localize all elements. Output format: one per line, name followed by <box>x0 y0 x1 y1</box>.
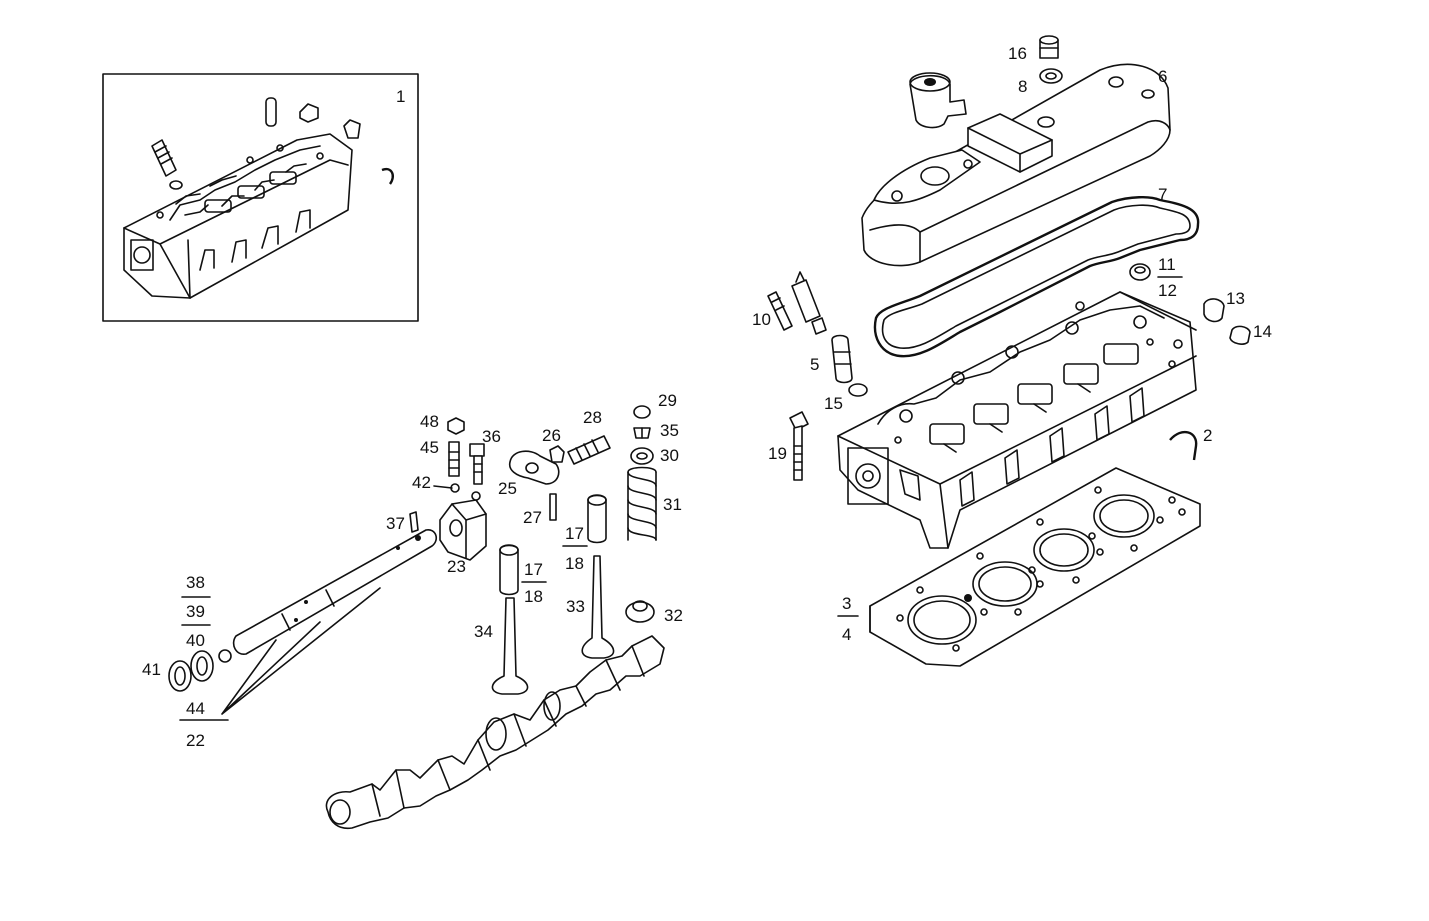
callout-6: 6 <box>1158 67 1167 86</box>
callout-39: 39 <box>186 602 205 621</box>
callout-27: 27 <box>523 508 542 527</box>
callout-40: 40 <box>186 631 205 650</box>
callout-30: 30 <box>660 446 679 465</box>
callout-5: 5 <box>810 355 819 374</box>
callout-33: 33 <box>566 597 585 616</box>
callout-15: 15 <box>824 394 843 413</box>
callout-32: 32 <box>664 606 683 625</box>
camshaft <box>325 635 665 830</box>
callout-28: 28 <box>583 408 602 427</box>
callout-23: 23 <box>447 557 466 576</box>
callout-14: 14 <box>1253 322 1272 341</box>
callout-8: 8 <box>1018 77 1027 96</box>
callout-37: 37 <box>386 514 405 533</box>
callout-41: 41 <box>142 660 161 679</box>
callout-36: 36 <box>482 427 501 446</box>
inset-frame <box>102 73 419 322</box>
rocker-shaft-assembly <box>168 417 611 721</box>
callout-45: 45 <box>420 438 439 457</box>
valve-parts <box>491 405 657 695</box>
callout-18-upper: 18 <box>565 554 584 573</box>
rocker-cover-gasket <box>873 196 1200 358</box>
cylinder-head <box>837 291 1197 549</box>
callout-48: 48 <box>420 412 439 431</box>
callout-42: 42 <box>412 473 431 492</box>
callout-13: 13 <box>1226 289 1245 308</box>
inset-head-assembly <box>102 73 419 322</box>
callout-22: 22 <box>186 731 205 750</box>
head-gasket <box>869 467 1201 667</box>
callout-29: 29 <box>658 391 677 410</box>
callout-4: 4 <box>842 625 851 644</box>
rocker-cover <box>861 35 1171 267</box>
callout-19: 19 <box>768 444 787 463</box>
callout-26: 26 <box>542 426 561 445</box>
callout-3: 3 <box>842 594 851 613</box>
callout-35: 35 <box>660 421 679 440</box>
callout-31: 31 <box>663 495 682 514</box>
callout-44: 44 <box>186 699 205 718</box>
callout-16: 16 <box>1008 44 1027 63</box>
callout-17-lower: 17 <box>524 560 543 579</box>
callout-17-upper: 17 <box>565 524 584 543</box>
callout-12: 12 <box>1158 281 1177 300</box>
callout-10: 10 <box>752 310 771 329</box>
callout-25: 25 <box>498 479 517 498</box>
callout-18-lower: 18 <box>524 587 543 606</box>
callout-1: 1 <box>396 87 405 106</box>
callout-labels: 1 2 3 4 5 6 7 8 10 11 12 13 14 15 16 17 … <box>142 44 1272 750</box>
injector-parts <box>767 263 1251 481</box>
callout-34: 34 <box>474 622 493 641</box>
callout-2: 2 <box>1203 426 1212 445</box>
callout-38: 38 <box>186 573 205 592</box>
callout-7: 7 <box>1158 185 1167 204</box>
callout-11: 11 <box>1158 255 1176 274</box>
